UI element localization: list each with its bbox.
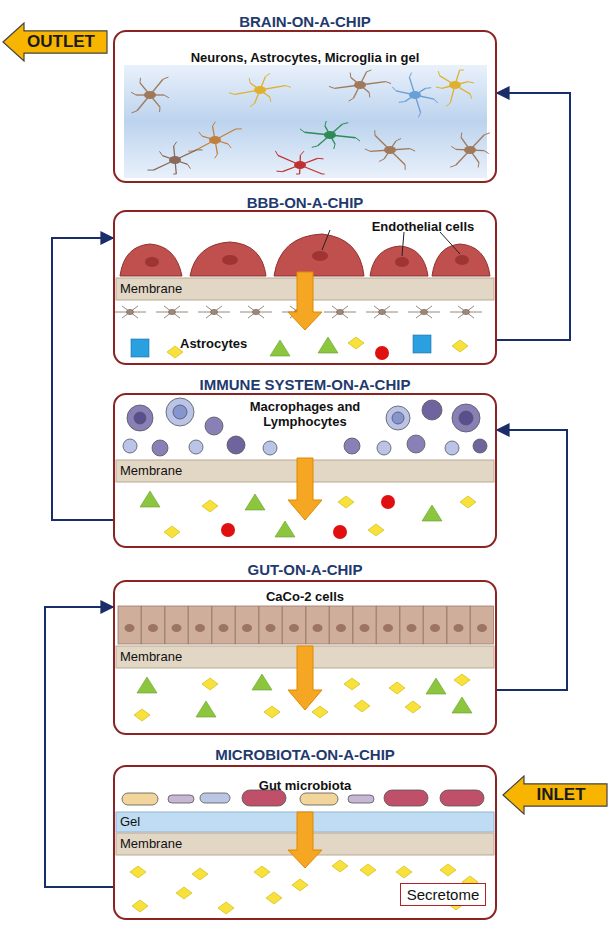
nuclei xyxy=(145,251,469,267)
chip-node: OUTLET xyxy=(2,22,108,62)
chip-node: INLET xyxy=(502,775,608,815)
neurons xyxy=(131,70,490,174)
chip-content: Macrophages and Lymphocytes xyxy=(245,399,365,429)
chip-content: Neurons, Astrocytes, Microglia in gel xyxy=(113,50,497,65)
part-label: Membrane xyxy=(120,281,182,296)
part-label: Gel xyxy=(120,814,140,829)
secretome-box: Secretome xyxy=(400,883,487,906)
chip-content: Endothelial cells xyxy=(353,219,493,234)
flow-connector xyxy=(45,607,113,887)
chip-title: MICROBIOTA-ON-A-CHIP xyxy=(73,746,537,763)
chip-node: GUT-ON-A-CHIPCaCo-2 cells xyxy=(113,561,497,735)
flow-connector xyxy=(497,430,567,690)
box-grounds xyxy=(113,30,497,920)
flow-connector xyxy=(497,93,570,340)
chip-node: MICROBIOTA-ON-A-CHIPGut microbiotaSecret… xyxy=(113,746,497,920)
immune-cells xyxy=(123,398,487,456)
arrow-label: OUTLET xyxy=(2,22,108,62)
box-text: Secretome xyxy=(407,886,480,903)
chip-title: BRAIN-ON-A-CHIP xyxy=(73,13,537,30)
chip-node: BBB-ON-A-CHIPEndothelial cells xyxy=(113,194,497,365)
flow-connector xyxy=(52,238,113,520)
chip-title: IMMUNE SYSTEM-ON-A-CHIP xyxy=(73,376,537,393)
part-label: Astrocytes xyxy=(180,336,247,351)
chip-content: Gut microbiota xyxy=(113,778,497,793)
endothelial-cells xyxy=(120,234,490,276)
chip-content: CaCo-2 cells xyxy=(113,589,497,604)
chip-node: BRAIN-ON-A-CHIPNeurons, Astrocytes, Micr… xyxy=(113,13,497,183)
chip-title: BBB-ON-A-CHIP xyxy=(73,194,537,211)
chip-title: GUT-ON-A-CHIP xyxy=(73,561,537,578)
brain-gel xyxy=(124,65,487,178)
caco2-cells xyxy=(118,606,494,644)
chip-node: IMMUNE SYSTEM-ON-A-CHIPMacrophages and L… xyxy=(113,376,497,548)
part-label: Membrane xyxy=(120,649,182,664)
arrow-label: INLET xyxy=(502,775,608,815)
part-label: Membrane xyxy=(120,836,182,851)
part-label: Membrane xyxy=(120,463,182,478)
molecules xyxy=(130,335,478,914)
